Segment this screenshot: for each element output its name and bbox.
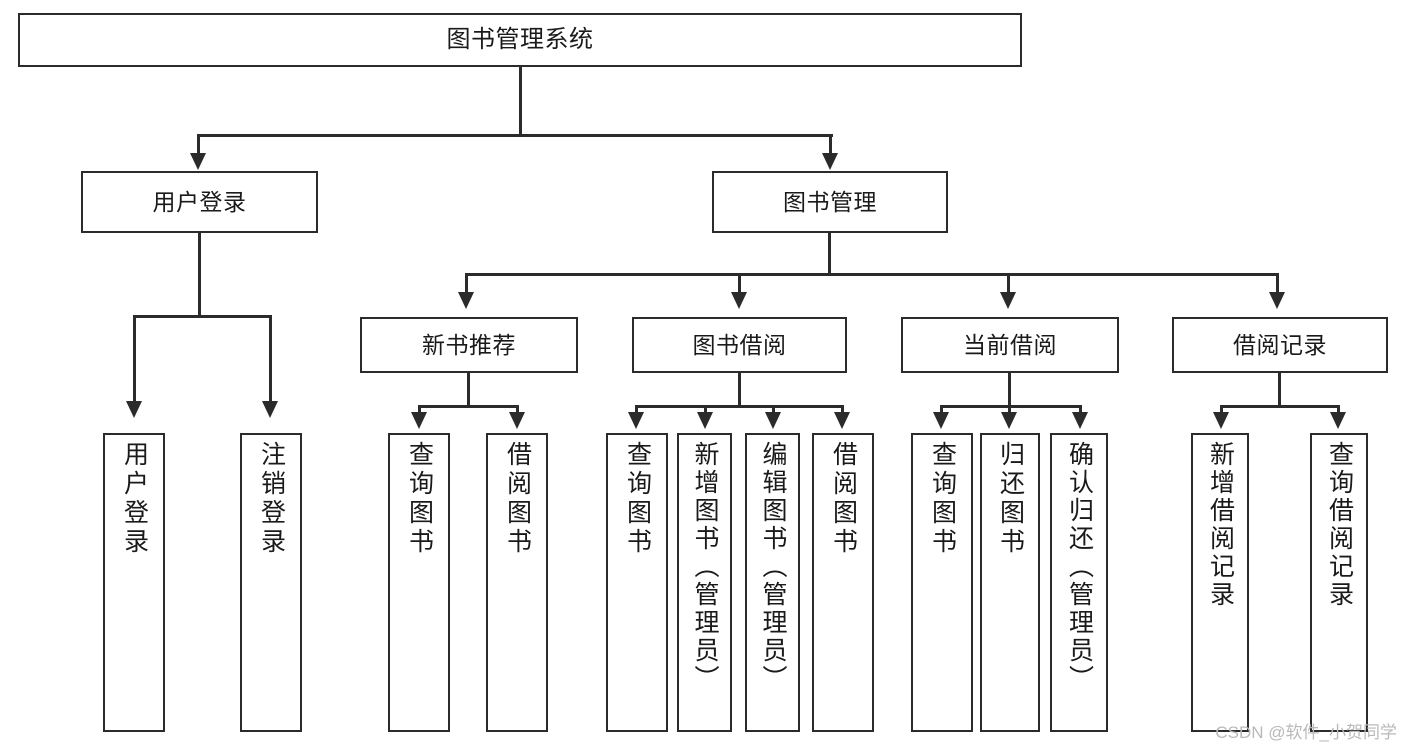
connector-book-manage-branch-1 <box>465 273 468 299</box>
node-leaf-edit-book[interactable]: 编辑图书（管理员） <box>745 433 800 732</box>
connector-book-manage-branch-3 <box>1007 273 1010 299</box>
node-label: 查询图书 <box>928 441 957 557</box>
node-label: 新增图书（管理员） <box>691 441 719 693</box>
connector-root-to-book-manage <box>829 134 832 160</box>
connector-current-borrow-branch-2 <box>1008 405 1011 415</box>
connector-user-login-branch-2 <box>269 315 272 404</box>
node-leaf-user-login[interactable]: 用户登录 <box>103 433 165 732</box>
connector-root-stem <box>519 67 522 136</box>
node-leaf-add-book[interactable]: 新增图书（管理员） <box>677 433 732 732</box>
node-leaf-user-logout[interactable]: 注销登录 <box>240 433 302 732</box>
node-leaf-return-book[interactable]: 归还图书 <box>980 433 1040 732</box>
connector-current-borrow-stem <box>1008 373 1011 407</box>
arrow-root-to-book-manage <box>822 153 838 170</box>
connector-current-borrow-bus <box>940 405 1082 408</box>
node-book-borrow[interactable]: 图书借阅 <box>632 317 847 373</box>
connector-borrow-record-bus <box>1220 405 1340 408</box>
arrow-to-leaf-edit-book <box>765 412 781 429</box>
node-label: 图书借阅 <box>692 331 787 358</box>
node-leaf-confirm-return[interactable]: 确认归还（管理员） <box>1050 433 1108 732</box>
connector-root-bus <box>197 134 833 137</box>
arrow-to-leaf-borrow-book-2 <box>834 412 850 429</box>
node-leaf-query-book-2[interactable]: 查询图书 <box>606 433 668 732</box>
connector-book-borrow-stem <box>738 373 741 407</box>
connector-new-book-rec-branch-1 <box>418 405 421 415</box>
node-label: 新书推荐 <box>422 331 516 358</box>
connector-book-manage-stem <box>828 233 831 275</box>
connector-book-borrow-branch-3 <box>772 405 775 415</box>
arrow-to-leaf-confirm-return <box>1072 412 1088 429</box>
connector-book-borrow-branch-4 <box>841 405 844 415</box>
arrow-to-leaf-query-book-2 <box>628 412 644 429</box>
node-label: 图书管理 <box>783 188 877 215</box>
node-label: 查询图书 <box>405 441 434 557</box>
node-leaf-add-record[interactable]: 新增借阅记录 <box>1191 433 1249 732</box>
arrow-to-leaf-borrow-book-1 <box>509 412 525 429</box>
node-leaf-query-book-3[interactable]: 查询图书 <box>911 433 973 732</box>
arrow-to-leaf-user-logout <box>262 401 278 418</box>
arrow-to-borrow-record <box>1269 292 1285 309</box>
arrow-to-leaf-return-book <box>1001 412 1017 429</box>
connector-new-book-rec-stem <box>467 373 470 407</box>
connector-book-manage-bus <box>465 273 1279 276</box>
arrow-root-to-user-login <box>190 153 206 170</box>
node-borrow-record[interactable]: 借阅记录 <box>1172 317 1388 373</box>
connector-borrow-record-branch-2 <box>1337 405 1340 415</box>
arrow-to-leaf-query-book-1 <box>411 412 427 429</box>
node-label: 借阅图书 <box>829 441 858 557</box>
connector-borrow-record-branch-1 <box>1220 405 1223 415</box>
connector-new-book-rec-branch-2 <box>516 405 519 415</box>
node-label: 查询借阅记录 <box>1325 441 1354 609</box>
arrow-to-leaf-add-record <box>1213 412 1229 429</box>
connector-book-borrow-bus <box>635 405 844 408</box>
arrow-to-leaf-query-record <box>1330 412 1346 429</box>
arrow-to-leaf-add-book <box>697 412 713 429</box>
node-leaf-query-record[interactable]: 查询借阅记录 <box>1310 433 1368 732</box>
node-current-borrow[interactable]: 当前借阅 <box>901 317 1119 373</box>
node-label: 注销登录 <box>257 441 286 557</box>
node-leaf-query-book-1[interactable]: 查询图书 <box>388 433 450 732</box>
connector-book-borrow-branch-2 <box>704 405 707 415</box>
node-user-login[interactable]: 用户登录 <box>81 171 318 233</box>
node-label: 借阅记录 <box>1233 331 1327 358</box>
connector-root-to-user-login <box>197 134 200 160</box>
connector-new-book-rec-bus <box>418 405 519 408</box>
node-label: 新增借阅记录 <box>1206 441 1235 609</box>
connector-user-login-stem <box>198 233 201 317</box>
arrow-to-leaf-query-book-3 <box>933 412 949 429</box>
node-label: 确认归还（管理员） <box>1065 441 1094 693</box>
connector-book-borrow-branch-1 <box>635 405 638 415</box>
arrow-to-book-borrow <box>731 292 747 309</box>
node-label: 查询图书 <box>623 441 652 557</box>
arrow-to-new-book-rec <box>458 292 474 309</box>
node-label: 图书管理系统 <box>446 26 594 54</box>
node-leaf-borrow-book-2[interactable]: 借阅图书 <box>812 433 874 732</box>
node-label: 用户登录 <box>120 441 149 557</box>
node-label: 借阅图书 <box>503 441 532 557</box>
connector-borrow-record-stem <box>1278 373 1281 407</box>
arrow-to-current-borrow <box>1000 292 1016 309</box>
connector-book-manage-branch-2 <box>738 273 741 299</box>
arrow-to-leaf-user-login <box>126 401 142 418</box>
node-label: 归还图书 <box>996 441 1025 557</box>
connector-current-borrow-branch-3 <box>1079 405 1082 415</box>
connector-user-login-bus <box>133 315 272 318</box>
connector-current-borrow-branch-1 <box>940 405 943 415</box>
node-label: 用户登录 <box>152 188 247 215</box>
connector-book-manage-branch-4 <box>1276 273 1279 299</box>
node-label: 当前借阅 <box>963 331 1057 358</box>
connector-user-login-branch-1 <box>133 315 136 404</box>
node-new-book-rec[interactable]: 新书推荐 <box>360 317 578 373</box>
node-leaf-borrow-book-1[interactable]: 借阅图书 <box>486 433 548 732</box>
node-label: 编辑图书（管理员） <box>759 441 787 693</box>
node-book-manage[interactable]: 图书管理 <box>712 171 948 233</box>
node-root-system[interactable]: 图书管理系统 <box>18 13 1022 67</box>
